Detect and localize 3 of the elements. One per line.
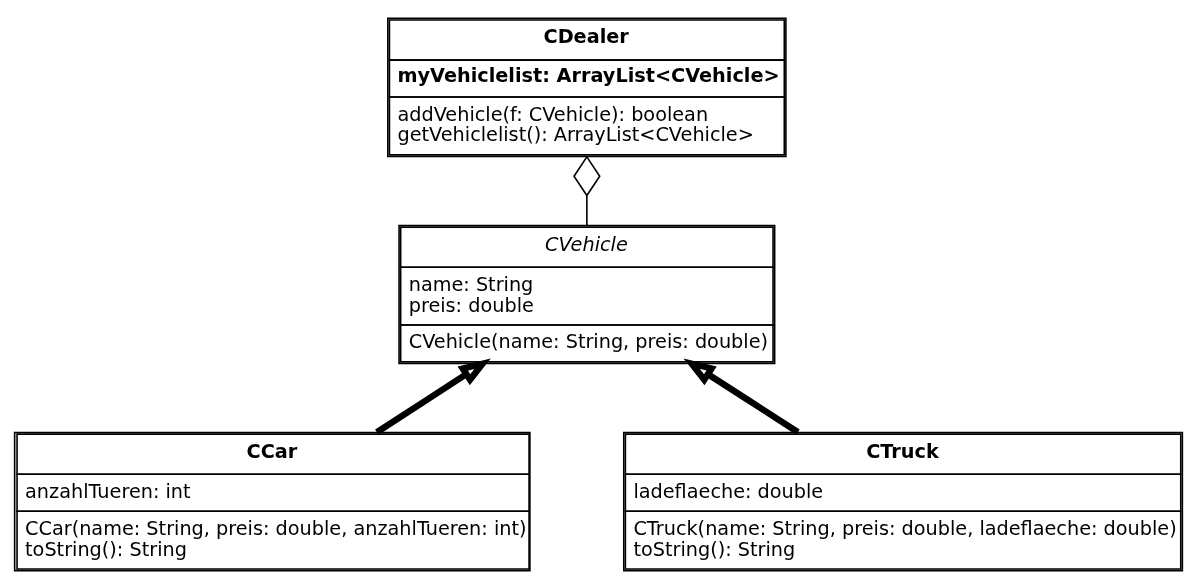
arrow (683, 357, 800, 435)
arrow (375, 357, 491, 435)
connector (573, 154, 601, 226)
